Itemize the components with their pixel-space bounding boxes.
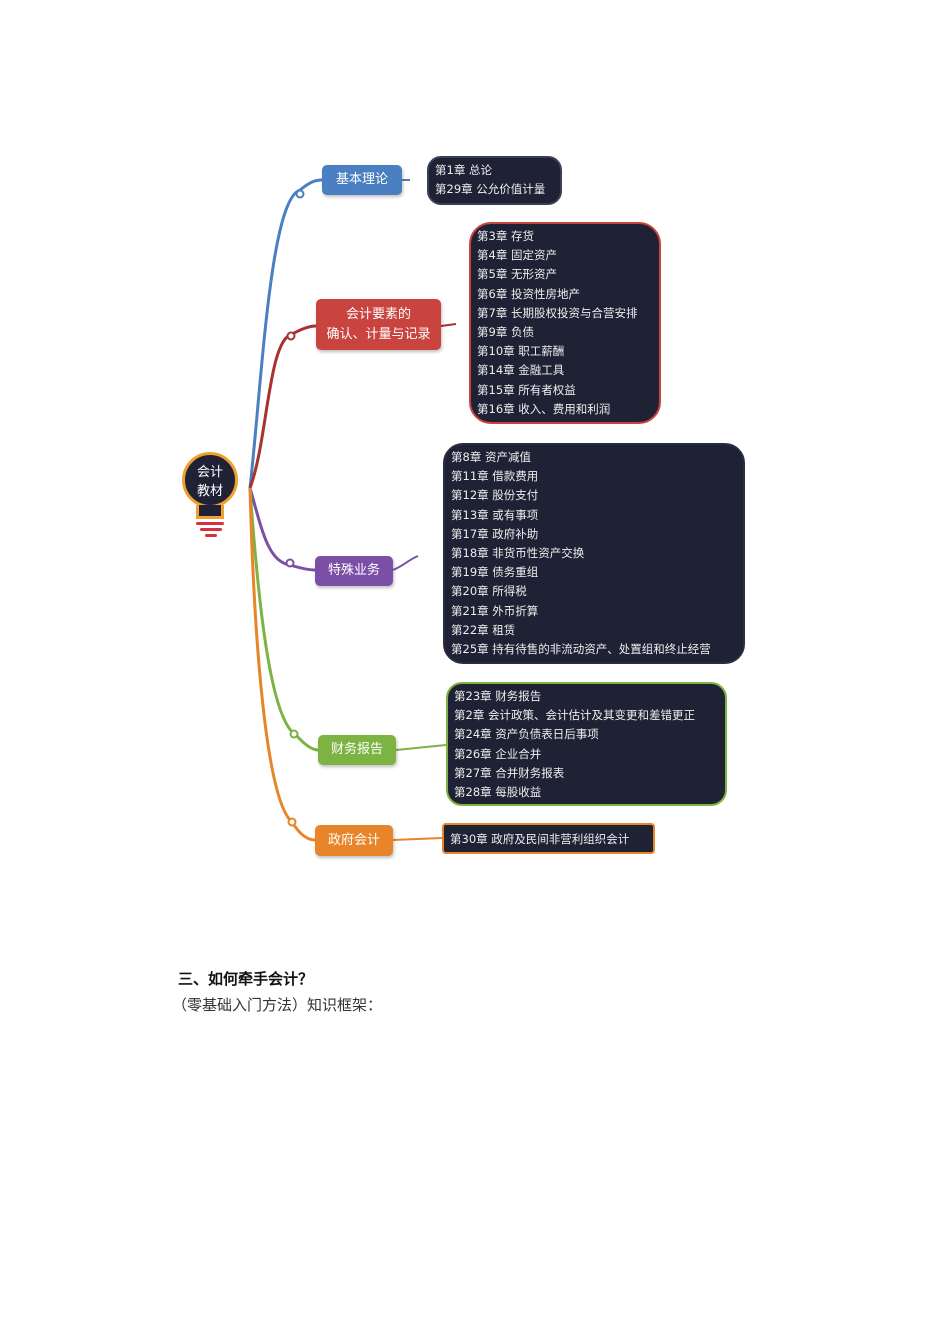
chapter-item: 第8章 资产减值 — [451, 450, 531, 464]
chapter-item: 第27章 合并财务报表 — [454, 765, 565, 780]
chapter-item: 第11章 借款费用 — [451, 469, 539, 484]
chapter-item: 第19章 债务重组 — [451, 565, 539, 580]
detail-special: 第8章 资产减值 第11章 借款费用 第12章 股份支付 第13章 或有事项 第… — [443, 443, 745, 664]
chapter-item: 第22章 租赁 — [451, 622, 516, 637]
chapter-item: 第28章 每股收益 — [454, 785, 542, 800]
branch-government: 政府会计 — [315, 825, 393, 856]
chapter-item: 第5章 无形资产 — [477, 267, 557, 282]
chapter-item: 第18章 非货币性资产交换 — [451, 546, 585, 561]
chapter-item: 第21章 外币折算 — [451, 603, 539, 618]
connector-special — [248, 487, 316, 572]
chapter-item: 第17章 政府补助 — [451, 526, 539, 541]
root-node: 会计 教材 — [182, 452, 238, 508]
connector-gov — [248, 487, 316, 842]
chapter-item: 第1章 总论 — [435, 163, 492, 177]
chapter-item: 第12章 股份支付 — [451, 488, 539, 503]
detail-basic-theory: 第1章 总论 第29章 公允价值计量 — [427, 156, 562, 205]
bulb-stripe — [196, 522, 224, 525]
chapter-item: 第9章 负债 — [477, 325, 534, 340]
chapter-item: 第6章 投资性房地产 — [477, 286, 580, 301]
chapter-item: 第25章 持有待售的非流动资产、处置组和终止经营 — [451, 642, 711, 657]
branch-special: 特殊业务 — [315, 556, 393, 586]
chapter-item: 第13章 或有事项 — [451, 507, 539, 522]
connector-report — [248, 487, 319, 752]
chapter-item: 第16章 收入、费用和利润 — [477, 401, 611, 416]
chapter-item: 第23章 财务报告 — [454, 689, 542, 703]
branch-elements: 会计要素的 确认、计量与记录 — [316, 299, 441, 350]
section-subtext: （零基础入门方法）知识框架： — [172, 996, 383, 1014]
chapter-item: 第15章 所有者权益 — [477, 382, 576, 397]
connector-elements — [248, 324, 317, 489]
detail-government: 第30章 政府及民间非营利组织会计 — [442, 823, 655, 854]
chapter-item: 第20章 所得税 — [451, 584, 527, 599]
chapter-item: 第30章 政府及民间非营利组织会计 — [450, 832, 630, 846]
chapter-item: 第3章 存货 — [477, 229, 534, 243]
chapter-item: 第7章 长期股权投资与合营安排 — [477, 305, 638, 320]
chapter-item: 第4章 固定资产 — [477, 248, 557, 263]
bulb-stripe — [200, 528, 222, 531]
branch-financial-report: 财务报告 — [318, 735, 396, 765]
detail-elements: 第3章 存货 第4章 固定资产 第5章 无形资产 第6章 投资性房地产 第7章 … — [469, 222, 661, 424]
bulb-base — [196, 505, 224, 519]
section-heading: 三、如何牵手会计？ — [178, 970, 314, 988]
detail-financial-report: 第23章 财务报告 第2章 会计政策、会计估计及其变更和差错更正 第24章 资产… — [446, 682, 727, 806]
branch-basic-theory: 基本理论 — [322, 165, 402, 195]
chapter-item: 第29章 公允价值计量 — [435, 182, 546, 197]
chapter-item: 第2章 会计政策、会计估计及其变更和差错更正 — [454, 708, 695, 723]
chapter-item: 第24章 资产负债表日后事项 — [454, 727, 599, 742]
chapter-item: 第10章 职工薪酬 — [477, 344, 565, 359]
bulb-stripe — [205, 534, 217, 537]
chapter-item: 第14章 金融工具 — [477, 363, 565, 378]
connector-basic — [248, 178, 323, 489]
chapter-item: 第26章 企业合并 — [454, 746, 542, 761]
